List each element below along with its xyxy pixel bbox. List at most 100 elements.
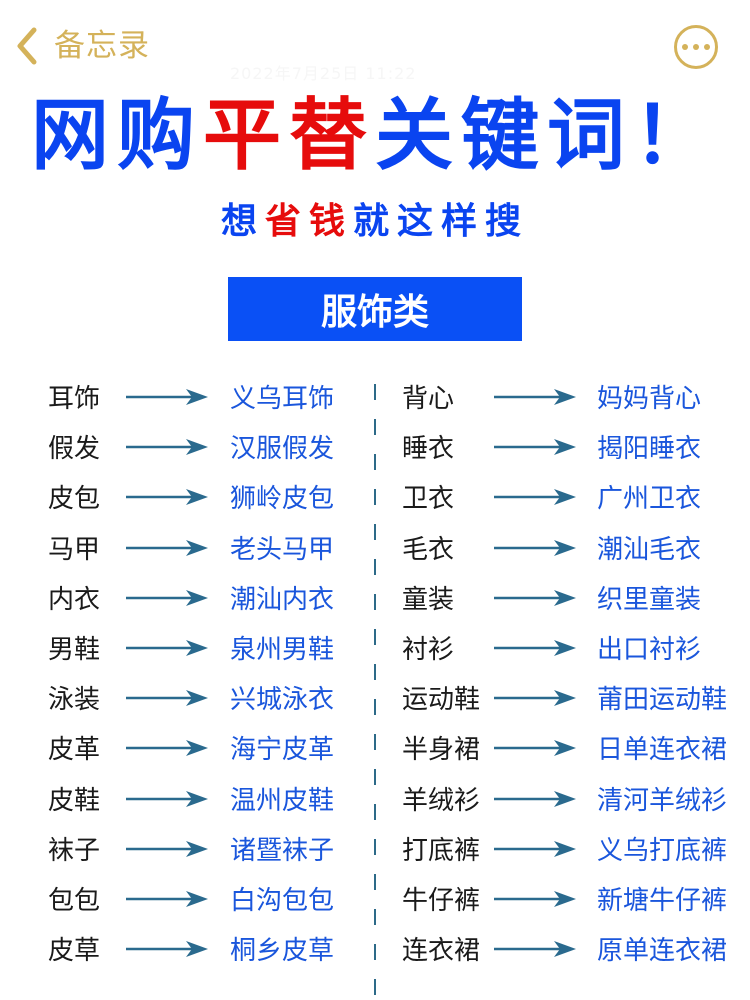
subtitle-part: 想 [220, 201, 265, 242]
arrow-right-icon [494, 489, 576, 506]
list-item: 背心 妈妈背心 [402, 374, 701, 424]
item-name: 耳饰 [48, 384, 101, 415]
item-name: 皮草 [48, 936, 101, 967]
search-keyword: 汉服假发 [230, 434, 335, 465]
item-name: 背心 [402, 384, 455, 415]
arrow-right-icon [494, 890, 576, 907]
list-item: 羊绒衫 清河羊绒衫 [402, 776, 727, 826]
search-keyword: 新塘牛仔裤 [597, 885, 728, 916]
search-keyword: 日单连衣裙 [597, 735, 728, 766]
ellipsis-circle-icon [682, 44, 688, 50]
left-keyword-list: 耳饰 义乌耳饰 假发 汉服假发 皮包 狮岭皮包 马甲 老头马甲 内衣 [48, 374, 334, 976]
back-button[interactable]: 备忘录 [14, 26, 150, 66]
item-name: 马甲 [48, 534, 101, 565]
search-keyword: 白沟包包 [230, 885, 335, 916]
search-keyword: 揭阳睡衣 [597, 434, 702, 465]
list-item: 卫衣 广州卫衣 [402, 474, 701, 524]
search-keyword: 海宁皮革 [230, 735, 335, 766]
title-part-highlight: 平替 [202, 91, 375, 181]
title-part: 关键词！ [375, 91, 720, 181]
category-banner: 服饰类 [228, 277, 522, 341]
search-keyword: 潮汕毛衣 [597, 534, 702, 565]
item-name: 睡衣 [402, 434, 455, 465]
arrow-right-icon [494, 439, 576, 456]
list-item: 男鞋 泉州男鞋 [48, 625, 334, 675]
navigation-bar: 备忘录 2022年7月25日 11:22 [0, 0, 750, 90]
title-part: 网购 [30, 91, 203, 181]
right-keyword-list: 背心 妈妈背心 睡衣 揭阳睡衣 卫衣 广州卫衣 毛衣 潮汕毛衣 童装 [402, 374, 727, 976]
item-name: 内衣 [48, 584, 101, 615]
arrow-right-icon [494, 790, 576, 807]
list-item: 皮鞋 温州皮鞋 [48, 776, 334, 826]
chevron-left-icon [17, 27, 37, 65]
arrow-right-icon [126, 890, 208, 907]
item-name: 打底裤 [402, 835, 481, 866]
list-item: 假发 汉服假发 [48, 424, 334, 474]
arrow-right-icon [494, 690, 576, 707]
ellipsis-dot [693, 44, 699, 50]
item-name: 童装 [402, 584, 455, 615]
list-item: 皮草 桐乡皮草 [48, 926, 334, 976]
more-options-button[interactable] [674, 25, 718, 69]
page-title: 网购平替关键词！ [0, 88, 750, 184]
page-subtitle: 想省钱就这样搜 [0, 198, 750, 246]
list-item: 毛衣 潮汕毛衣 [402, 525, 701, 575]
search-keyword: 出口衬衫 [597, 635, 702, 666]
list-item: 睡衣 揭阳睡衣 [402, 424, 701, 474]
search-keyword: 诸暨袜子 [230, 835, 335, 866]
list-item: 运动鞋 莆田运动鞋 [402, 675, 727, 725]
item-name: 包包 [48, 885, 101, 916]
arrow-right-icon [126, 740, 208, 757]
arrow-right-icon [126, 690, 208, 707]
item-name: 袜子 [48, 835, 101, 866]
list-item: 牛仔裤 新塘牛仔裤 [402, 876, 727, 926]
list-item: 连衣裙 原单连衣裙 [402, 926, 727, 976]
item-name: 卫衣 [402, 484, 455, 515]
list-item: 童装 织里童装 [402, 575, 701, 625]
list-item: 皮包 狮岭皮包 [48, 474, 334, 524]
item-name: 皮鞋 [48, 785, 101, 816]
arrow-right-icon [494, 840, 576, 857]
arrow-right-icon [126, 941, 208, 958]
list-item: 皮革 海宁皮革 [48, 725, 334, 775]
arrow-right-icon [126, 840, 208, 857]
item-name: 牛仔裤 [402, 885, 481, 916]
list-item: 内衣 潮汕内衣 [48, 575, 334, 625]
arrow-right-icon [494, 539, 576, 556]
search-keyword: 泉州男鞋 [230, 635, 335, 666]
search-keyword: 老头马甲 [230, 534, 335, 565]
column-divider [374, 384, 376, 996]
list-item: 马甲 老头马甲 [48, 525, 334, 575]
search-keyword: 狮岭皮包 [230, 484, 335, 515]
item-name: 毛衣 [402, 534, 455, 565]
list-item: 袜子 诸暨袜子 [48, 826, 334, 876]
arrow-right-icon [126, 489, 208, 506]
item-name: 羊绒衫 [402, 785, 481, 816]
item-name: 假发 [48, 434, 101, 465]
search-keyword: 兴城泳衣 [230, 685, 335, 716]
search-keyword: 原单连衣裙 [597, 936, 728, 967]
search-keyword: 义乌耳饰 [230, 384, 335, 415]
arrow-right-icon [126, 589, 208, 606]
search-keyword: 清河羊绒衫 [597, 785, 728, 816]
search-keyword: 广州卫衣 [597, 484, 702, 515]
item-name: 男鞋 [48, 635, 101, 666]
list-item: 衬衫 出口衬衫 [402, 625, 701, 675]
item-name: 皮包 [48, 484, 101, 515]
item-name: 泳装 [48, 685, 101, 716]
search-keyword: 桐乡皮草 [230, 936, 335, 967]
arrow-right-icon [126, 389, 208, 405]
back-label: 备忘录 [54, 28, 150, 64]
note-date: 2022年7月25日 11:22 [230, 64, 417, 83]
arrow-right-icon [494, 589, 576, 606]
item-name: 半身裙 [402, 735, 481, 766]
item-name: 连衣裙 [402, 936, 481, 967]
list-item: 半身裙 日单连衣裙 [402, 725, 727, 775]
list-item: 打底裤 义乌打底裤 [402, 826, 727, 876]
arrow-right-icon [494, 639, 576, 656]
ellipsis-dot [704, 44, 710, 50]
arrow-right-icon [126, 790, 208, 807]
arrow-right-icon [494, 941, 576, 958]
list-item: 包包 白沟包包 [48, 876, 334, 926]
item-name: 衬衫 [402, 635, 455, 666]
